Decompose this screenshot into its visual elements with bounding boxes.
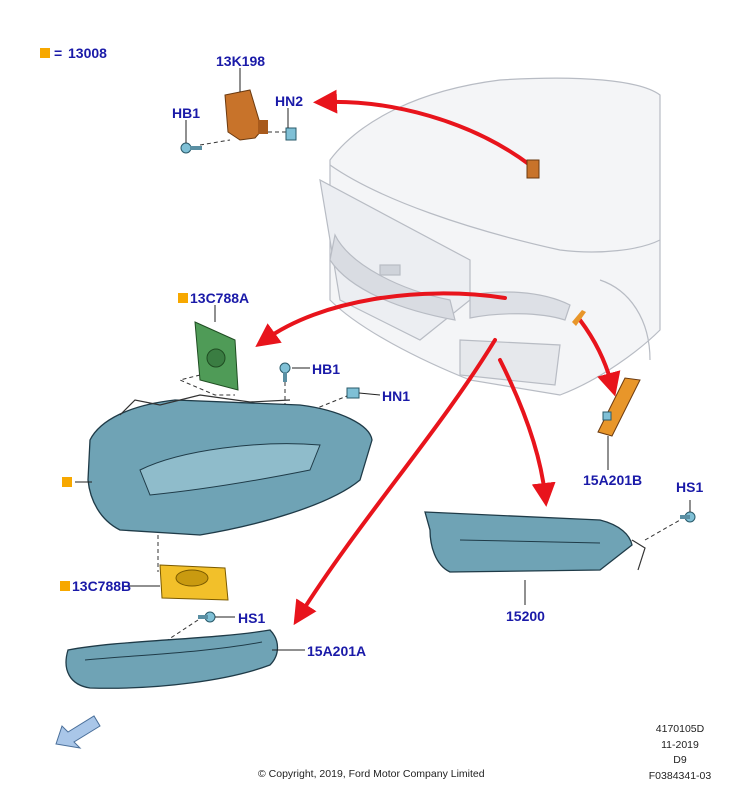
module-13k198-shape (199, 89, 290, 146)
label-hn2: HN2 (275, 93, 304, 109)
bolt-hb1-top (180, 142, 202, 154)
legend-marker (40, 48, 50, 58)
ballast-13c788a-shape (178, 321, 239, 396)
igniter-13c788b-shape (159, 564, 229, 601)
label-hb1-top: HB1 (172, 105, 201, 121)
legend-code: 13008 (68, 45, 107, 61)
module-in-vehicle (526, 159, 540, 179)
headlamp-assembly-shape (87, 394, 373, 572)
bolt-hb1-mid (279, 362, 291, 408)
document-id-block: 4170105D 11-2019 D9 F0384341-03 (640, 722, 720, 784)
marker-13c788b (60, 581, 70, 591)
label-hb1-mid: HB1 (312, 361, 341, 377)
label-15a201b: 15A201B (583, 472, 643, 488)
drl-lamp-15a201a-shape (65, 629, 279, 689)
doc-date: 11-2019 (661, 738, 699, 751)
label-15a201a: 15A201A (307, 643, 367, 659)
label-hn1: HN1 (382, 388, 411, 404)
callout-arrows (255, 89, 621, 626)
label-13c788a: 13C788A (190, 290, 250, 306)
doc-revision: D9 (673, 754, 687, 766)
direction-arrow-icon (55, 715, 101, 749)
leader-lines (75, 68, 691, 651)
side-marker-15a201b-shape (572, 310, 641, 437)
label-13k198: 13K198 (216, 53, 266, 69)
label-13c788b: 13C788B (72, 578, 132, 594)
label-15200: 15200 (506, 608, 545, 624)
doc-figure-id: F0384341-03 (648, 769, 712, 782)
legend-equals: = (54, 45, 63, 61)
nut-hn2 (285, 127, 297, 141)
vehicle-illustration (319, 77, 661, 396)
fog-lamp-15200-shape (424, 511, 681, 573)
screw-hs1-right (680, 511, 696, 523)
label-hs1-right: HS1 (676, 479, 704, 495)
marker-13c788a (178, 293, 188, 303)
marker-headlamp (62, 477, 72, 487)
doc-number: 4170105D (655, 723, 705, 735)
copyright-text: © Copyright, 2019, Ford Motor Company Li… (258, 768, 485, 780)
label-hs1-left: HS1 (238, 610, 266, 626)
